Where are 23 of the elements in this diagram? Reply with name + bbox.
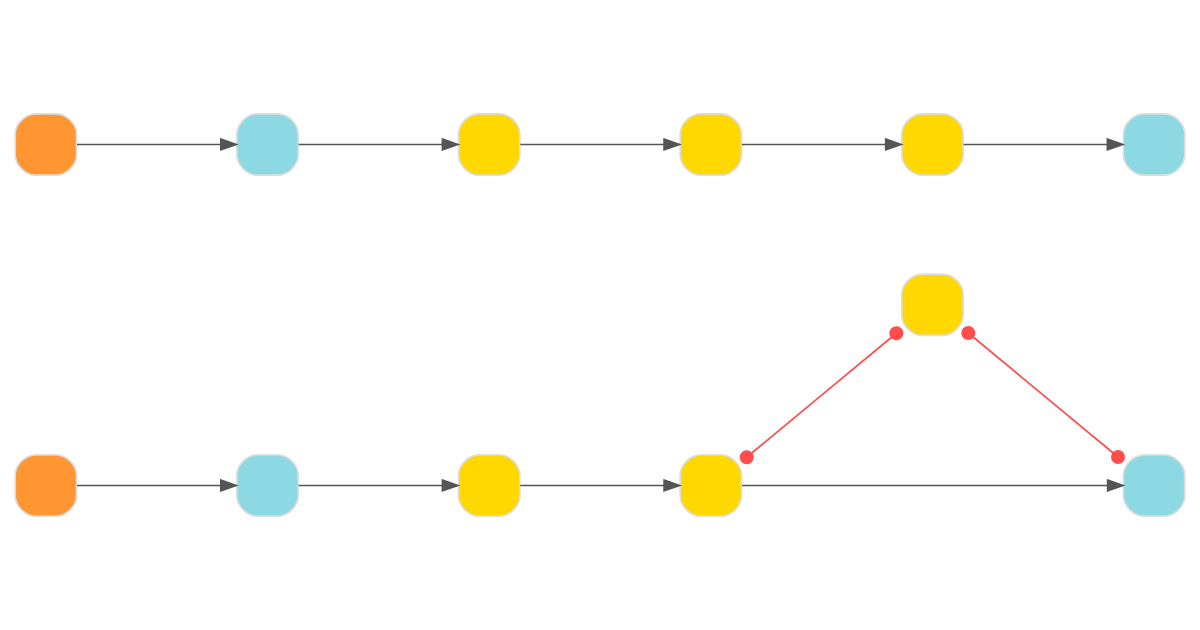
node-box	[1122, 112, 1186, 177]
arrow	[741, 478, 1126, 493]
node-box	[236, 112, 300, 177]
node-box	[900, 112, 964, 177]
arrow	[519, 478, 683, 493]
node-box	[679, 453, 743, 518]
connector	[961, 326, 1125, 464]
node-box	[457, 112, 521, 177]
node-box	[457, 453, 521, 518]
node-box	[236, 453, 300, 518]
arrow	[76, 478, 239, 493]
node-box	[900, 273, 964, 337]
node-box	[1122, 453, 1186, 518]
arrow	[519, 137, 683, 152]
node-box	[14, 112, 78, 177]
node-box	[679, 112, 743, 177]
arrow	[297, 478, 461, 493]
arrow	[962, 137, 1126, 152]
arrow	[741, 137, 904, 152]
arrow	[297, 137, 461, 152]
connector	[739, 326, 904, 465]
arrow	[76, 137, 239, 152]
node-box	[14, 453, 78, 518]
